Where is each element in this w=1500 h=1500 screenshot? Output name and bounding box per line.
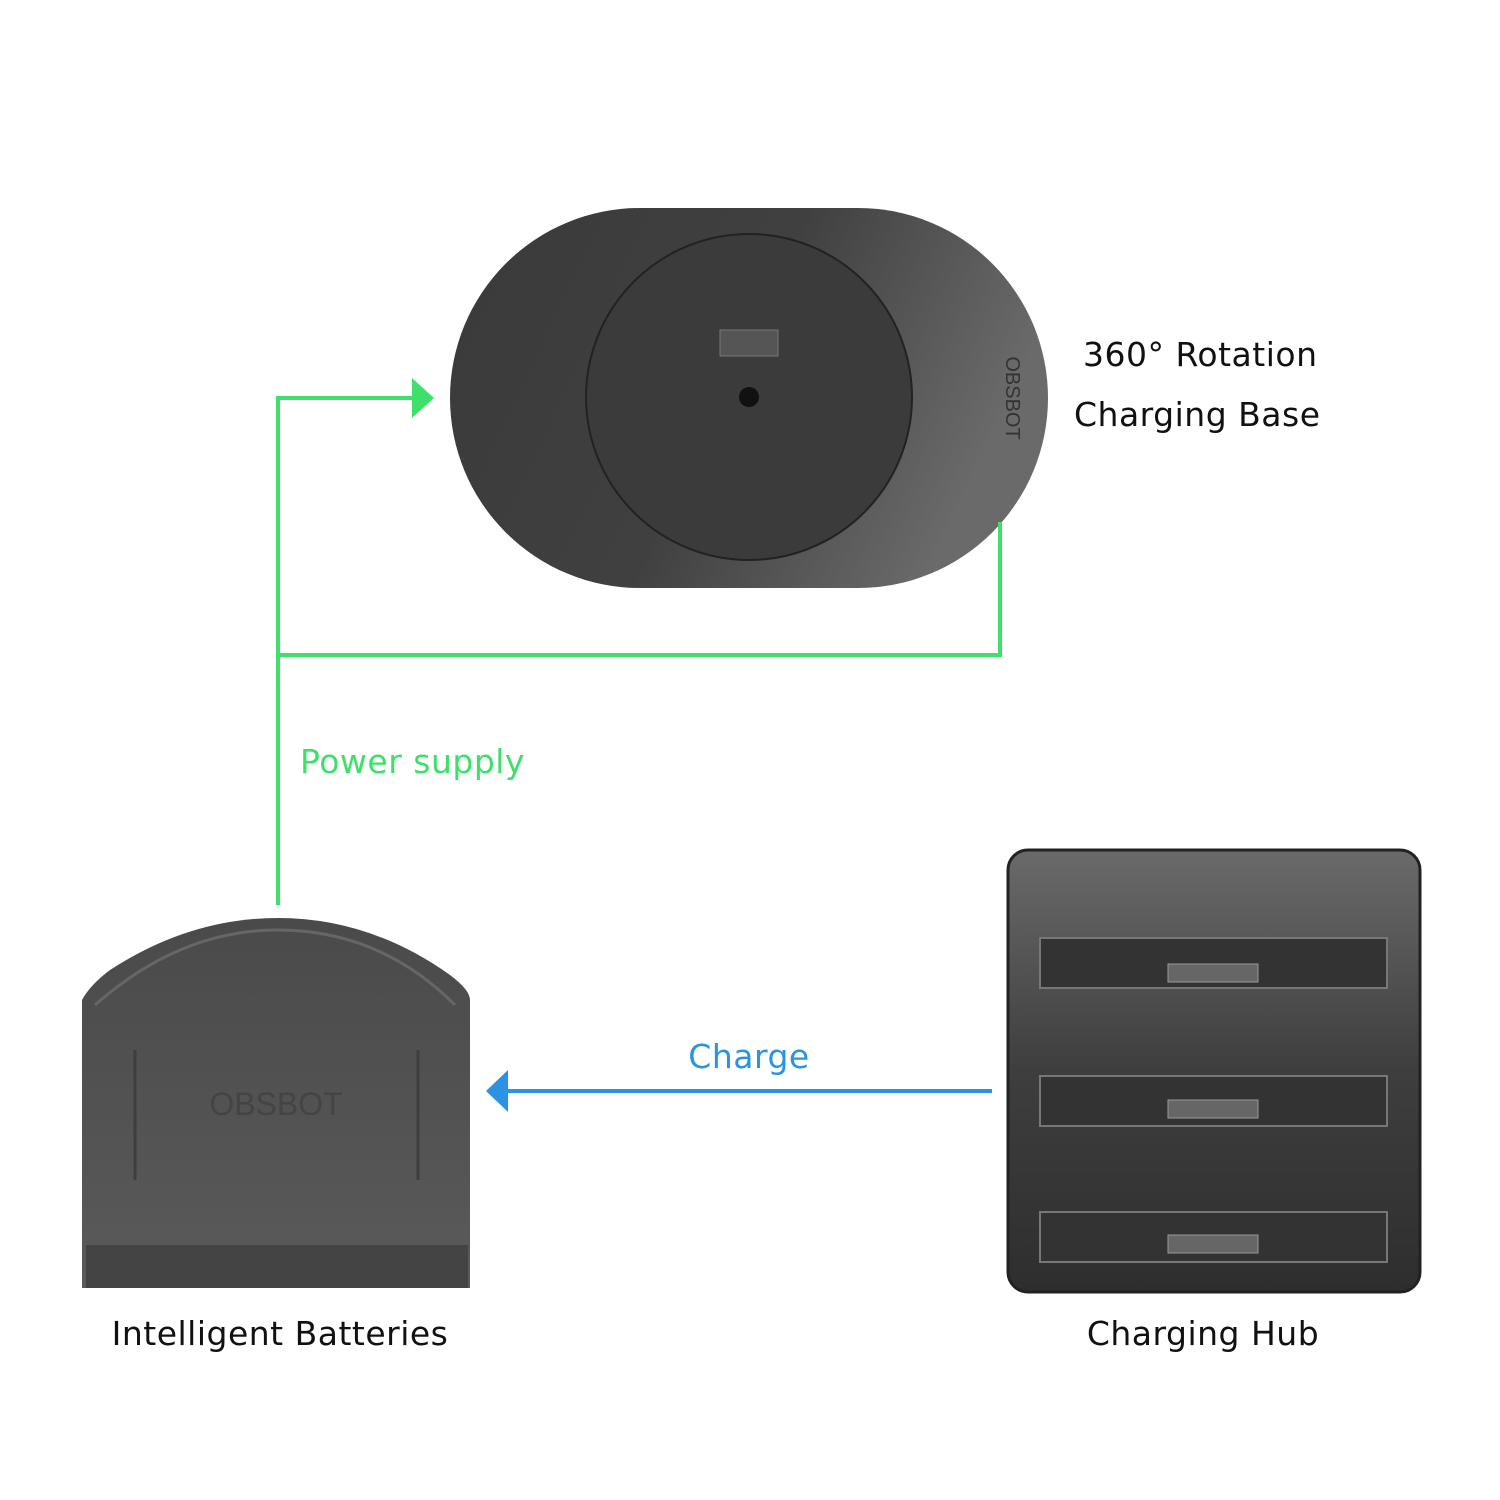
charge-label: Charge: [688, 1037, 810, 1076]
power-arrowhead-icon: [412, 378, 434, 418]
power-supply-connector: [276, 396, 1002, 905]
battery-image: OBSBOT: [82, 918, 470, 1288]
svg-text:OBSBOT: OBSBOT: [1001, 356, 1023, 439]
charging-hub-label: Charging Hub: [1086, 1314, 1320, 1353]
charging-base-image: OBSBOT: [450, 208, 1048, 588]
charging-base-label-line2: Charging Base: [1074, 395, 1321, 434]
charge-arrowhead-icon: [486, 1070, 508, 1112]
power-supply-label: Power supply: [300, 742, 525, 781]
charging-hub-image: [1006, 848, 1422, 1294]
svg-text:OBSBOT: OBSBOT: [209, 1086, 342, 1122]
battery-label: Intelligent Batteries: [111, 1314, 449, 1353]
charging-base-label-line1: 360° Rotation: [1083, 335, 1318, 374]
